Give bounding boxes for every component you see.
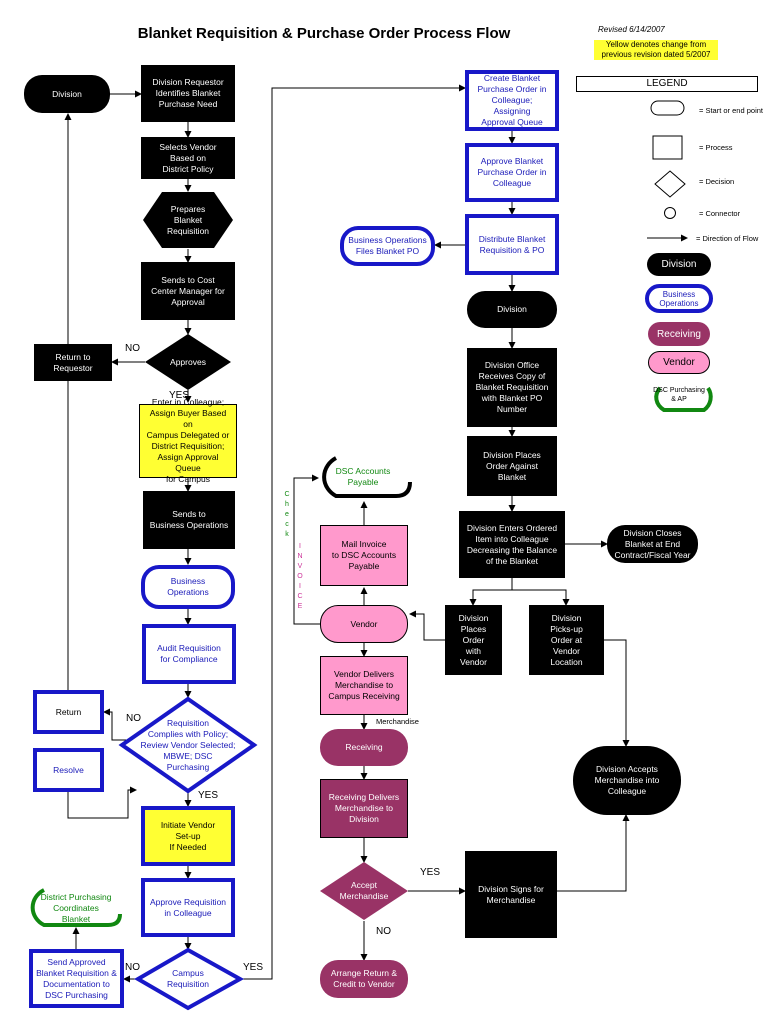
sends-cost-center-process: Sends to Cost Center Manager for Approva… bbox=[141, 262, 235, 320]
approve-req-process: Approve Requisition in Colleague bbox=[141, 878, 235, 937]
audit-process: Audit Requisition for Compliance bbox=[142, 624, 236, 684]
initiate-vendor-process: Initiate Vendor Set-up If Needed bbox=[141, 806, 235, 866]
legend-connector: = Connector bbox=[699, 209, 741, 218]
vendor-delivers-process: Vendor Delivers Merchandise to Campus Re… bbox=[320, 656, 408, 715]
send-approved-process: Send Approved Blanket Requisition & Docu… bbox=[29, 949, 124, 1008]
check-label: C h e c k bbox=[284, 491, 290, 538]
return-process: Return bbox=[33, 690, 104, 734]
legend-dsc: DSC Purchasing & AP bbox=[653, 387, 705, 403]
create-po-process: Create Blanket Purchase Order in Colleag… bbox=[465, 70, 559, 131]
revised-date: Revised 6/14/2007 bbox=[598, 25, 665, 34]
requestor-need-process: Division Requestor Identifies Blanket Pu… bbox=[141, 65, 235, 122]
accept-merch-diamond bbox=[320, 862, 408, 920]
yes-label-2: YES bbox=[198, 790, 219, 801]
prepares-label: Prepares Blanket Requisition bbox=[166, 203, 210, 236]
yes-label-1: YES bbox=[169, 390, 190, 401]
legend-decision-shape bbox=[654, 170, 686, 198]
arrange-return-terminator: Arrange Return & Credit to Vendor bbox=[320, 960, 408, 998]
no-label-1: NO bbox=[125, 343, 140, 354]
approve-po-process: Approve Blanket Purchase Order in Collea… bbox=[465, 143, 559, 202]
campus-req-label: Campus Requisition bbox=[166, 968, 210, 989]
legend-direction: = Direction of Flow bbox=[696, 234, 759, 243]
legend-terminator-shape bbox=[650, 100, 685, 116]
legend-dsc-shape bbox=[654, 386, 713, 412]
accept-merch-label: Accept Merchandise bbox=[339, 880, 389, 901]
no-label-3: NO bbox=[125, 962, 140, 973]
enter-colleague-process: Enter in Colleague; Assign Buyer Based o… bbox=[139, 397, 237, 484]
invoice-label: I N V O I C E bbox=[297, 543, 303, 610]
district-purchasing-shape bbox=[30, 888, 122, 927]
receiving-terminator: Receiving bbox=[320, 729, 408, 766]
no-label-2: NO bbox=[126, 713, 141, 724]
legend-process: = Process bbox=[699, 143, 733, 152]
legend-decision: = Decision bbox=[699, 177, 735, 186]
bo-files-terminator: Business Operations Files Blanket PO bbox=[340, 226, 435, 266]
sends-bo-process: Sends to Business Operations bbox=[143, 491, 235, 549]
approves-diamond bbox=[145, 334, 231, 390]
legend-business-ops: Business Operations bbox=[645, 284, 713, 313]
legend-vendor: Vendor bbox=[648, 351, 710, 374]
enters-ordered-process: Division Enters Ordered Item into Collea… bbox=[459, 511, 565, 578]
campus-req-diamond bbox=[134, 947, 245, 1011]
vendor-terminator: Vendor bbox=[320, 605, 408, 643]
legend-connector-shape bbox=[664, 207, 676, 219]
legend-process-shape bbox=[652, 135, 683, 160]
division-start: Division bbox=[24, 75, 110, 113]
yes-label-4: YES bbox=[420, 867, 441, 878]
distribute-process: Distribute Blanket Requisition & PO bbox=[465, 214, 559, 275]
picks-up-process: Division Picks-up Order at Vendor Locati… bbox=[529, 605, 604, 675]
legend-receiving: Receiving bbox=[648, 322, 710, 346]
dsc-ap-shape bbox=[322, 456, 412, 498]
page-title: Blanket Requisition & Purchase Order Pro… bbox=[137, 25, 511, 42]
merchandise-label: Merchandise bbox=[376, 717, 419, 726]
selects-vendor-process: Selects Vendor Based on District Policy bbox=[141, 137, 235, 179]
legend-start-end: = Start or end point bbox=[699, 106, 763, 115]
places-with-vendor-process: Division Places Order with Vendor bbox=[445, 605, 502, 675]
receiving-delivers-process: Receiving Delivers Merchandise to Divisi… bbox=[320, 779, 408, 838]
division-2-terminator: Division bbox=[467, 291, 557, 328]
mail-invoice-process: Mail Invoice to DSC Accounts Payable bbox=[320, 525, 408, 586]
yes-label-3: YES bbox=[243, 962, 264, 973]
dsc-ap-label: DSC Accounts Payable bbox=[335, 466, 391, 487]
resolve-process: Resolve bbox=[33, 748, 104, 792]
yellow-note-text: Yellow denotes change from previous revi… bbox=[601, 40, 711, 59]
approves-label: Approves bbox=[170, 356, 206, 367]
signs-process: Division Signs for Merchandise bbox=[465, 851, 557, 938]
accepts-terminator: Division Accepts Merchandise into Collea… bbox=[573, 746, 681, 815]
return-requestor-process: Return to Requestor bbox=[34, 344, 112, 381]
legend-division: Division bbox=[647, 253, 711, 276]
complies-diamond bbox=[118, 696, 258, 794]
legend-title: LEGEND bbox=[576, 76, 758, 92]
closes-terminator: Division Closes Blanket at End Contract/… bbox=[607, 525, 698, 563]
places-order-process: Division Places Order Against Blanket bbox=[467, 436, 557, 496]
business-ops-terminator: Business Operations bbox=[141, 565, 235, 609]
no-label-4: NO bbox=[376, 926, 391, 937]
complies-label: Requisition Complies with Policy; Review… bbox=[140, 717, 236, 772]
yellow-note: Yellow denotes change from previous revi… bbox=[594, 40, 718, 60]
prepares-hexagon bbox=[143, 192, 233, 248]
district-purchasing-label: District Purchasing Coordinates Blanket bbox=[40, 891, 112, 924]
office-receives-process: Division Office Receives Copy of Blanket… bbox=[467, 348, 557, 427]
